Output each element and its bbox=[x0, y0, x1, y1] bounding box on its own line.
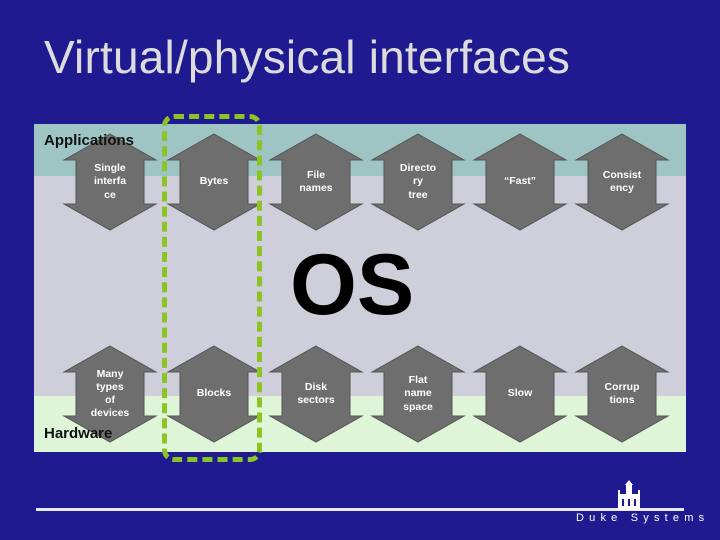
bottom-arrow-label: Slow bbox=[507, 387, 533, 400]
duke-chapel-logo-icon bbox=[614, 480, 644, 510]
bottom-arrow-label: Blocks bbox=[196, 387, 232, 400]
top-arrow: “Fast” bbox=[472, 133, 568, 231]
top-arrow-label: “Fast” bbox=[503, 175, 537, 188]
slide-title: Virtual/physical interfaces bbox=[44, 31, 571, 83]
applications-label: Applications bbox=[44, 132, 135, 149]
bottom-arrow: Blocks bbox=[166, 345, 262, 443]
os-label: OS bbox=[290, 237, 415, 333]
duke-systems-logo-text: Duke Systems bbox=[576, 512, 710, 524]
highlighted-column-outline bbox=[162, 114, 262, 462]
footer-divider bbox=[36, 508, 684, 511]
hardware-label: Hardware bbox=[44, 425, 113, 442]
top-arrow-label: Bytes bbox=[199, 175, 229, 188]
top-arrow: Bytes bbox=[166, 133, 262, 231]
bottom-arrow: Slow bbox=[472, 345, 568, 443]
